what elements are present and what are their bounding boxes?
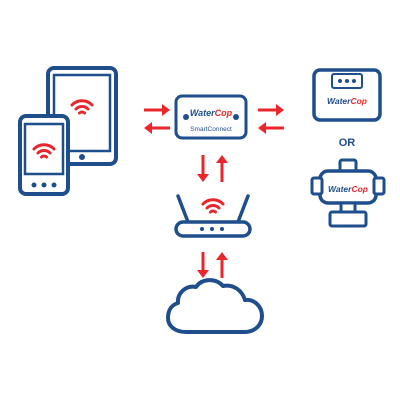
controller-device: WaterCop [312,68,382,122]
phone-device [18,114,70,196]
hub-model-label: SmartConnect [190,126,232,133]
arrows-devices-hub [144,104,170,134]
cloud-icon [166,278,264,334]
or-separator: OR [339,137,356,149]
smartconnect-hub: WaterCop SmartConnect [174,94,248,140]
arrows-hub-targets [258,104,284,134]
arrows-hub-router [197,155,228,182]
controller-logo: WaterCop [327,96,367,106]
hub-logo: WaterCop [190,108,233,118]
arrows-router-cloud [197,252,228,278]
valve-device: WaterCop [310,158,386,228]
router-device [174,194,252,238]
wifi-icon [201,198,225,214]
valve-logo: WaterCop [328,184,368,194]
